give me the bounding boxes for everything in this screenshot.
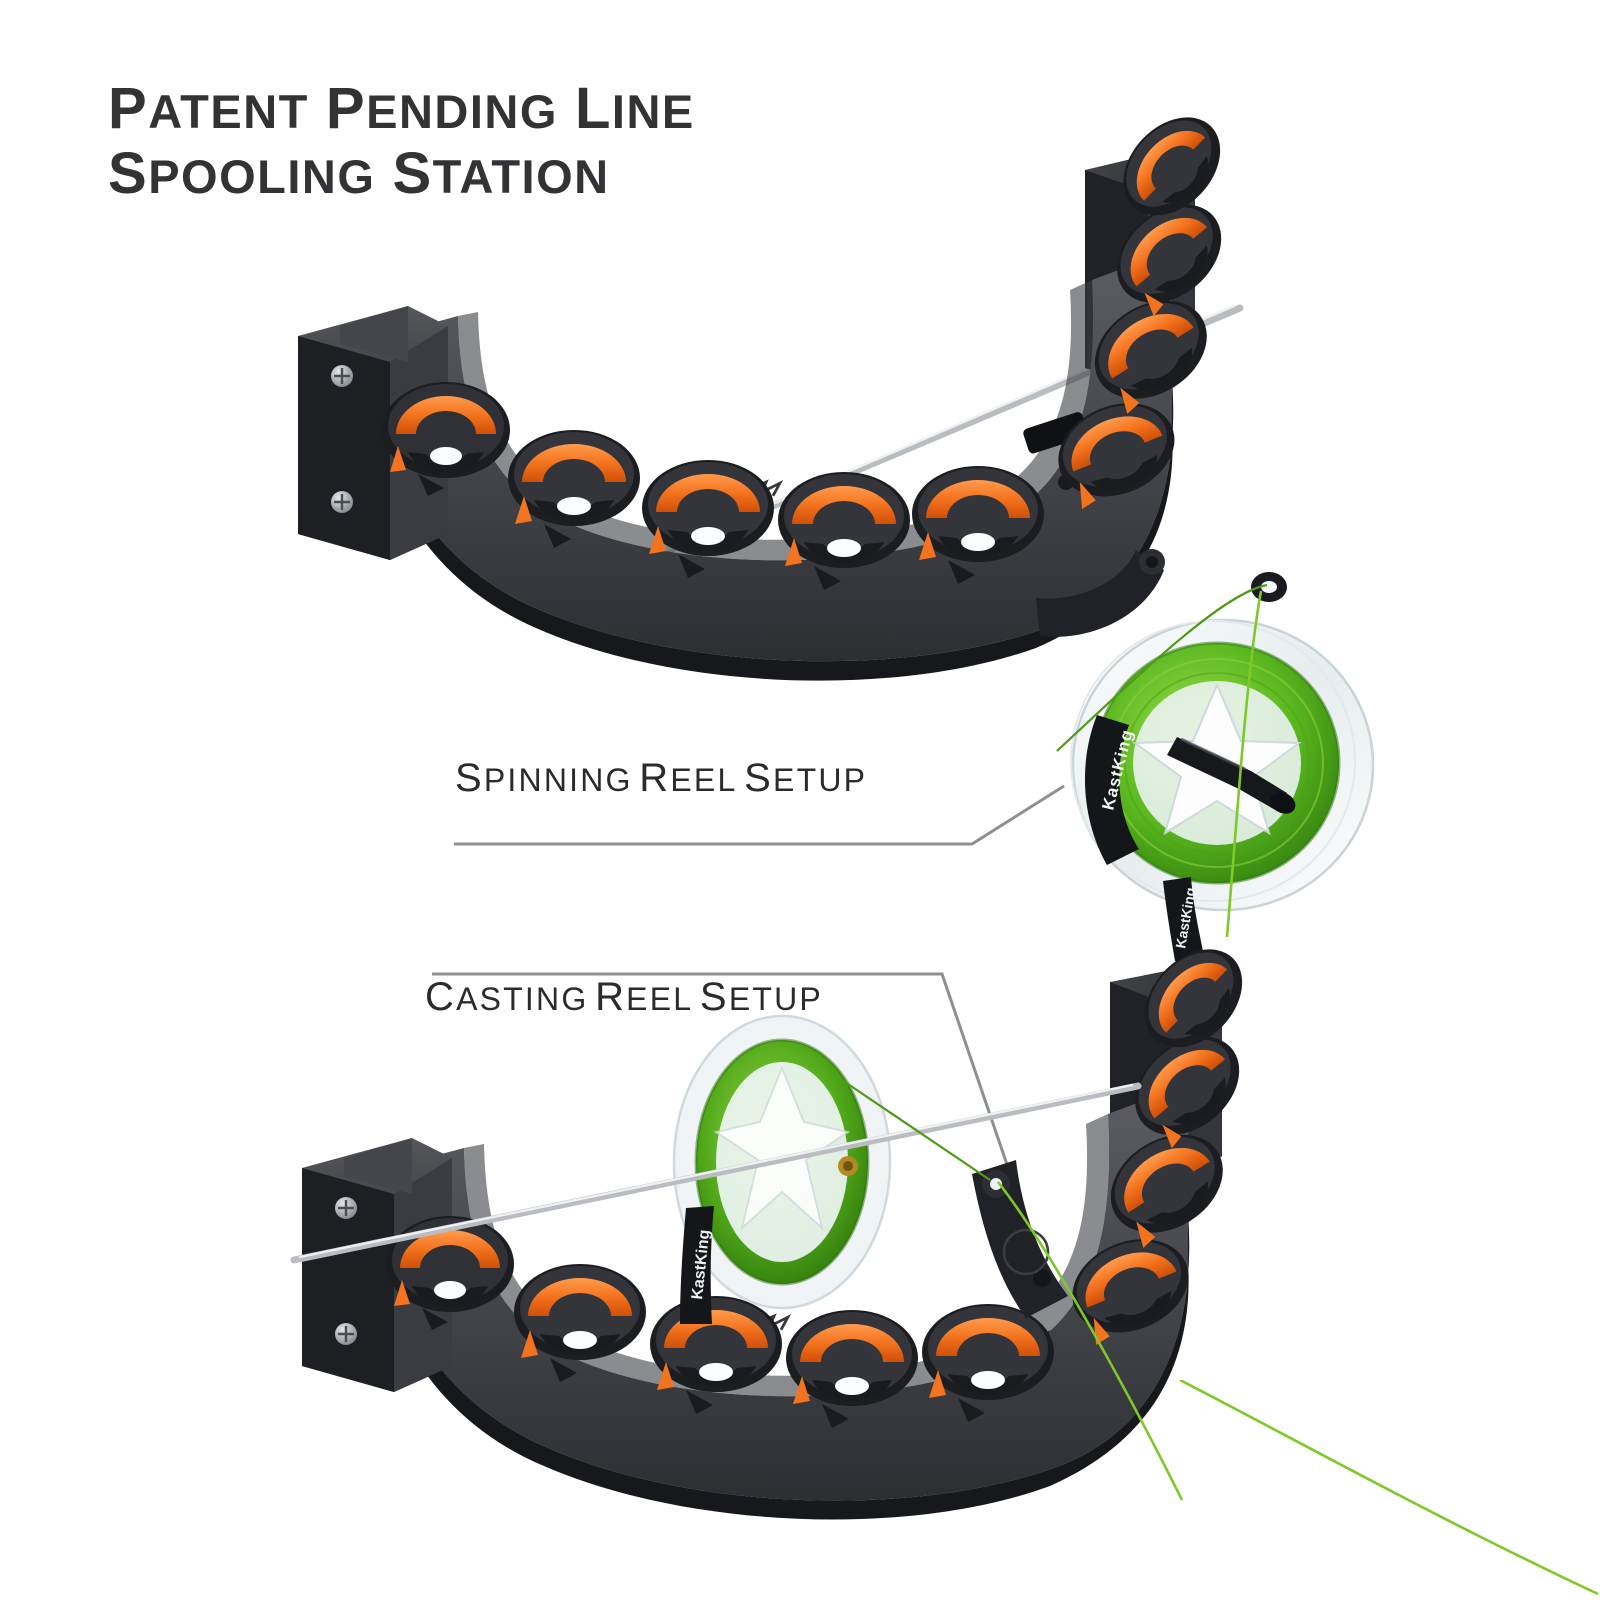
rod-slot[interactable] [1093, 1115, 1241, 1253]
spooling-station-top-svg: KastKing [298, 117, 1244, 681]
rod-slot[interactable] [786, 1310, 918, 1428]
hub-star [713, 1065, 851, 1231]
rod-slot[interactable] [1126, 930, 1261, 1066]
spool-tag: KastKing [1163, 877, 1205, 961]
callout-spinning-leader [454, 784, 1065, 846]
rod-slot[interactable] [1058, 1223, 1202, 1350]
braid-line-feed [1056, 583, 1268, 752]
rod-slot[interactable] [778, 472, 910, 590]
rod-slot[interactable] [1104, 98, 1239, 234]
rod-slot[interactable] [1098, 184, 1241, 323]
spool-spindle-arm-top [1036, 549, 1165, 637]
rod-slot[interactable] [514, 1264, 646, 1382]
braid-line-out [996, 1181, 1184, 1501]
casting-spool: KastKing [672, 1014, 892, 1324]
spooling-station-top: KastKing [280, 117, 1410, 710]
arm-dial [1002, 1228, 1050, 1276]
rod-slot[interactable] [1044, 387, 1188, 514]
page-title-line-1: PATENT PENDING LINE [108, 76, 695, 141]
spool-spindle-arm-bottom [972, 1160, 1068, 1318]
callout-spinning-reel: SPINNING REEL SETUP [455, 756, 867, 801]
spooling-station-bottom-svg: KastKing [290, 949, 1243, 1520]
rack-recess [1023, 412, 1088, 454]
spooling-station-bottom: KastKing [282, 949, 1422, 1560]
spinning-spool-svg: KastKing KastKing [1056, 572, 1375, 961]
page-title-line-2: SPOOLING STATION [108, 141, 610, 206]
page-title: PATENT PENDING LINE SPOOLING STATION [108, 78, 1058, 208]
rod-slot[interactable] [382, 382, 510, 496]
rod-slot[interactable] [1077, 281, 1225, 419]
rod-slot-group-top [382, 98, 1241, 590]
callout-spinning-label: SPINNING REEL SETUP [455, 756, 868, 800]
callout-casting-leader [432, 972, 1032, 1233]
braid-line-strand [1225, 590, 1263, 938]
rod-slot[interactable] [922, 1304, 1054, 1422]
callout-casting-reel: CASTING REEL SETUP [425, 975, 823, 1020]
callout-casting-label: CASTING REEL SETUP [425, 975, 823, 1019]
wall-bracket-left-bottom [302, 1138, 452, 1392]
rod-slot[interactable] [912, 466, 1044, 584]
spinning-spool: KastKing KastKing [1055, 565, 1385, 965]
braid-line-tail [1180, 1380, 1599, 1596]
rod-slot[interactable] [642, 460, 774, 578]
arm-hole [1033, 1269, 1051, 1287]
spooling-rod-bottom [290, 1082, 1142, 1264]
spool-spindle [1167, 737, 1296, 814]
braid-line-in [841, 1079, 991, 1181]
rod-slot[interactable] [508, 430, 640, 548]
spool-band-label [680, 1206, 714, 1324]
rod-slot-group-bottom [386, 930, 1261, 1428]
rod-slot[interactable] [1116, 1016, 1259, 1155]
rod-slot[interactable] [386, 1216, 514, 1330]
